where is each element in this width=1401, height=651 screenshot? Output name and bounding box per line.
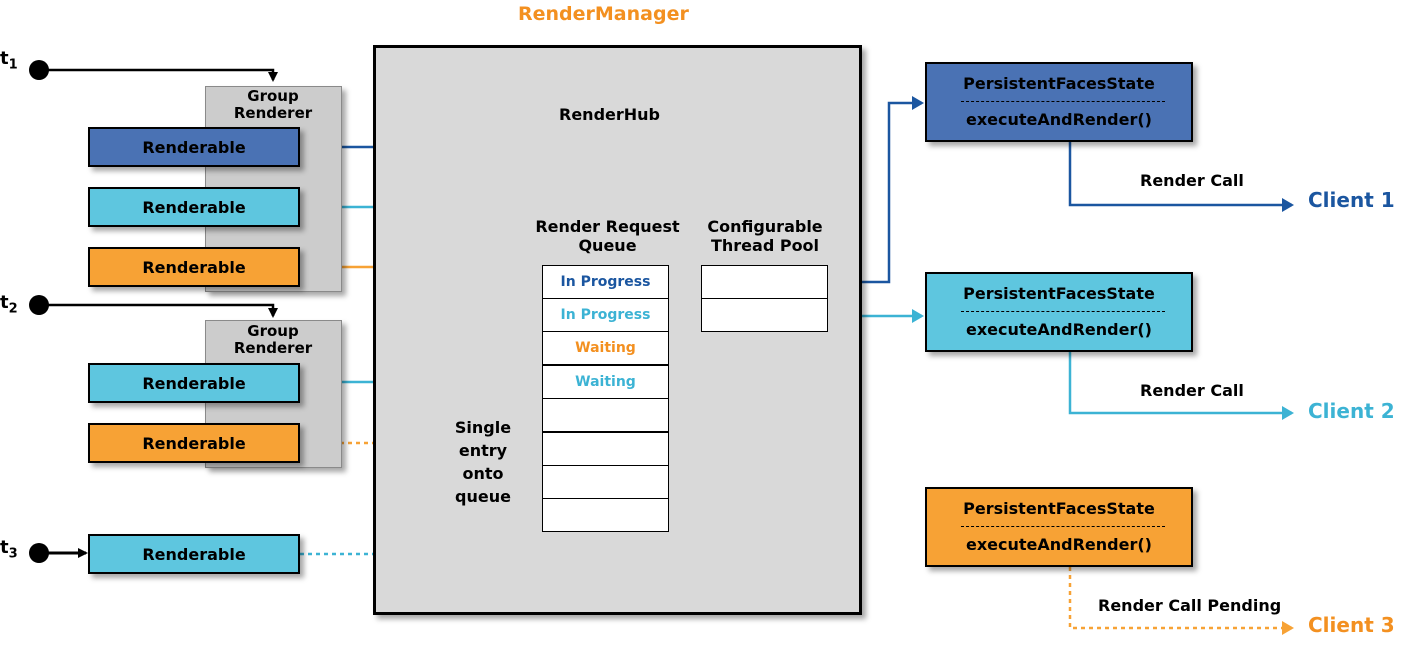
client-3-label: Client 3 — [1308, 613, 1395, 637]
faces-state-divider — [961, 311, 1165, 312]
render-call-label-1: Render Call — [1140, 171, 1244, 190]
render-call-label-2: Render Call — [1140, 381, 1244, 400]
time-label-t3: t3 — [0, 537, 18, 562]
faces-state-box-1: PersistentFacesState executeAndRender() — [925, 62, 1193, 142]
single-entry-note: Single entry onto queue — [454, 418, 512, 506]
client-1-label: Client 1 — [1308, 188, 1395, 212]
client-2-label: Client 2 — [1308, 399, 1395, 423]
queue-slot-6 — [542, 432, 669, 466]
thread-slot-1 — [701, 265, 828, 299]
render-call-pending-label: Render Call Pending — [1098, 596, 1282, 615]
group-renderer-label-2: Group Renderer — [233, 322, 313, 357]
renderable-4[interactable]: Renderable — [88, 363, 300, 403]
t2-trigger-line — [39, 303, 278, 318]
renderable-6[interactable]: Renderable — [88, 534, 300, 574]
renderable-3[interactable]: Renderable — [88, 247, 300, 287]
group-renderer-label-1: Group Renderer — [233, 87, 313, 122]
faces-state-name: PersistentFacesState — [963, 284, 1155, 303]
queue-slot-1: In Progress — [542, 265, 669, 299]
faces-state-box-2: PersistentFacesState executeAndRender() — [925, 272, 1193, 352]
queue-slot-5 — [542, 398, 669, 432]
time-label-t2: t2 — [0, 292, 18, 317]
faces-state-divider — [961, 101, 1165, 102]
queue-slot-3: Waiting — [542, 331, 669, 365]
faces-state-box-3: PersistentFacesState executeAndRender() — [925, 487, 1193, 567]
t1-trigger-line — [39, 68, 278, 82]
wire-faces-client-2 — [1068, 352, 1294, 420]
wire-faces-client-1 — [1068, 142, 1294, 212]
faces-state-name: PersistentFacesState — [963, 499, 1155, 518]
queue-slot-2: In Progress — [542, 298, 669, 332]
time-label-t1: t1 — [0, 48, 18, 73]
faces-state-method: executeAndRender() — [965, 110, 1152, 129]
thread-pool-heading: Configurable Thread Pool — [707, 217, 823, 255]
queue-slot-7 — [542, 465, 669, 499]
faces-state-name: PersistentFacesState — [963, 74, 1155, 93]
render-hub-label: RenderHub — [559, 105, 660, 124]
renderable-5[interactable]: Renderable — [88, 423, 300, 463]
renderable-1[interactable]: Renderable — [88, 127, 300, 167]
queue-heading: Render Request Queue — [535, 217, 680, 255]
wire-faces-client-3 — [1068, 567, 1294, 635]
thread-slot-2 — [701, 298, 828, 332]
diagram-title: RenderManager — [518, 3, 689, 25]
faces-state-method: executeAndRender() — [965, 320, 1152, 339]
faces-state-method: executeAndRender() — [965, 535, 1152, 554]
faces-state-divider — [961, 526, 1165, 527]
queue-slot-4: Waiting — [542, 365, 669, 399]
renderable-2[interactable]: Renderable — [88, 187, 300, 227]
queue-slot-8 — [542, 498, 669, 532]
